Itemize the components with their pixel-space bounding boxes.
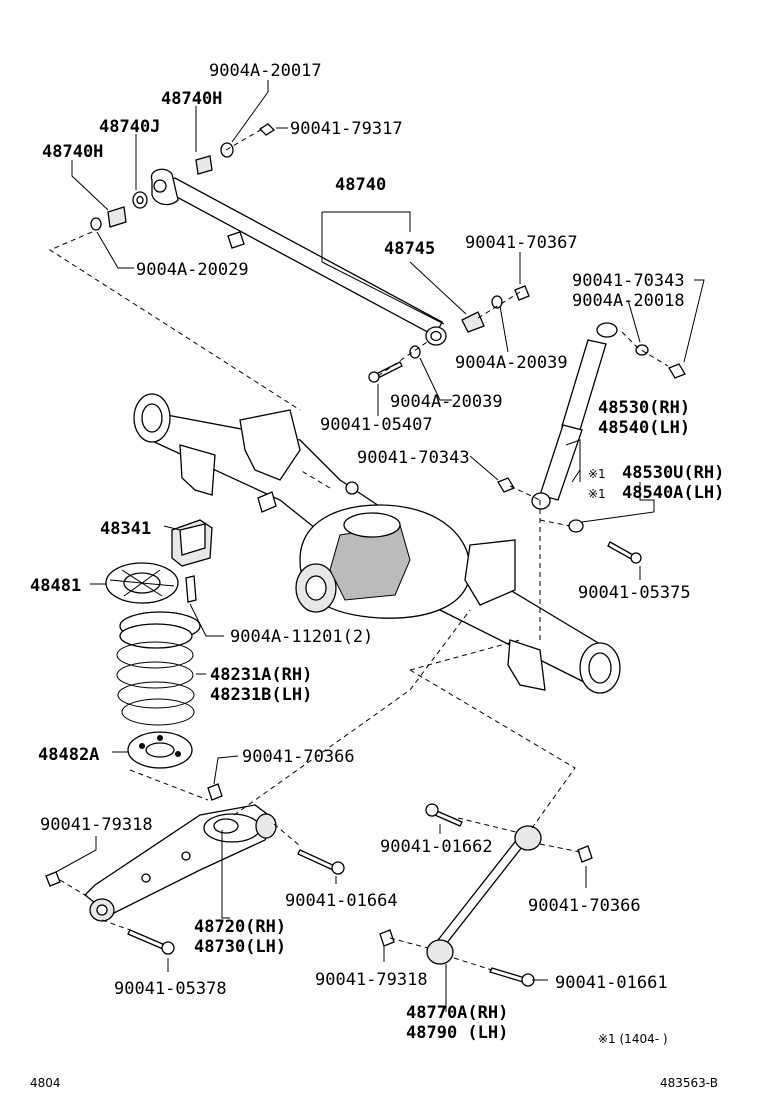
assembly-lines: [48, 127, 669, 971]
bushing-48740h-top: [195, 123, 276, 175]
label-90041-05375: 90041-05375: [578, 583, 691, 603]
bushing-48745: [461, 285, 530, 333]
axle-housing: [133, 393, 621, 694]
label-48482a: 48482A: [38, 745, 99, 765]
label-90041-05407: 90041-05407: [320, 415, 433, 435]
label-48790-lh: 48790 (LH): [406, 1023, 508, 1043]
leader-lines: [55, 80, 705, 1012]
part-labels: 9004A-20017 48740H 90041-79317 48740J 48…: [30, 61, 724, 1090]
label-48740: 48740: [335, 175, 386, 195]
lower-arm-48720: [45, 783, 345, 955]
label-90041-05378: 90041-05378: [114, 979, 227, 999]
label-48740h-left: 48740H: [42, 142, 103, 162]
control-rod-48770a: [379, 803, 593, 987]
label-9004a-20018: 9004A-20018: [572, 291, 685, 311]
label-48231b-lh: 48231B(LH): [210, 685, 312, 705]
label-90041-70343-mid: 90041-70343: [357, 448, 470, 468]
label-48730-lh: 48730(LH): [194, 937, 286, 957]
label-48720-rh: 48720(RH): [194, 917, 286, 937]
label-90041-01664: 90041-01664: [285, 891, 398, 911]
label-90041-79317: 90041-79317: [290, 119, 403, 139]
label-48540-lh: 48540(LH): [598, 418, 690, 438]
footer-left-code: 4804: [30, 1076, 61, 1090]
label-90041-70366-right: 90041-70366: [528, 896, 641, 916]
label-90041-79318-left: 90041-79318: [40, 815, 153, 835]
label-48740j: 48740J: [99, 117, 160, 137]
label-48770a-rh: 48770A(RH): [406, 1003, 508, 1023]
spring-seat-lower-48482a: [127, 731, 193, 769]
label-48231a-rh: 48231A(RH): [210, 665, 312, 685]
label-90041-70366-top: 90041-70366: [242, 747, 355, 767]
coil-spring-48231a: [116, 611, 201, 726]
shock-absorber-48530: [497, 322, 686, 564]
label-90041-70343-top: 90041-70343: [572, 271, 685, 291]
bushing-48740j: [132, 191, 148, 209]
label-48481: 48481: [30, 576, 81, 596]
bushing-48740h-left: [90, 206, 127, 231]
label-48530u-rh: 48530U(RH): [622, 463, 724, 483]
label-90041-79318-bottom: 90041-79318: [315, 970, 428, 990]
label-90041-70367: 90041-70367: [465, 233, 578, 253]
spring-seat-upper-48481: [105, 562, 179, 604]
label-48540a-lh: 48540A(LH): [622, 483, 724, 503]
label-48745: 48745: [384, 239, 435, 259]
footer-right-code: 483563-B: [660, 1076, 718, 1090]
label-9004a-20017: 9004A-20017: [209, 61, 322, 81]
label-48740h-top: 48740H: [161, 89, 222, 109]
label-mark-1a: ※1: [588, 467, 606, 481]
label-48530-rh: 48530(RH): [598, 398, 690, 418]
label-mark-1b: ※1: [588, 487, 606, 501]
lateral-rod-48740: [150, 168, 447, 346]
label-90041-01662: 90041-01662: [380, 837, 493, 857]
label-9004a-11201: 9004A-11201(2): [230, 627, 373, 647]
label-note-mark: ※1 (1404- ): [598, 1032, 668, 1046]
bound-stopper-48341: [171, 519, 213, 603]
label-48341: 48341: [100, 519, 151, 539]
label-9004a-20029: 9004A-20029: [136, 260, 249, 280]
label-9004a-20039-left: 9004A-20039: [390, 392, 503, 412]
label-90041-01661: 90041-01661: [555, 973, 668, 993]
label-9004a-20039-right: 9004A-20039: [455, 353, 568, 373]
